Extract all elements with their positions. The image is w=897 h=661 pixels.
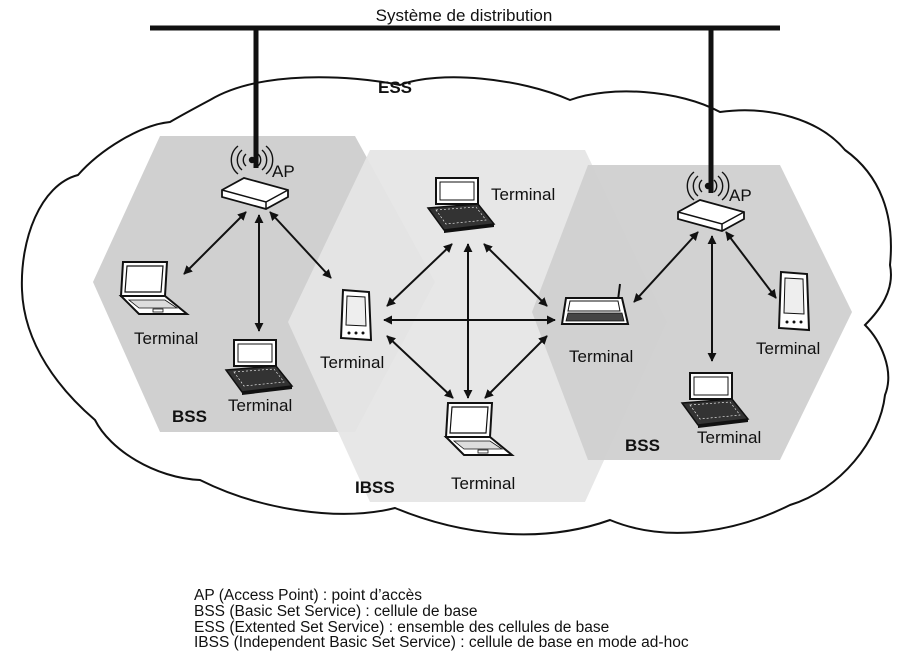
wifi-signal-icon: [686, 171, 730, 201]
legend-item-bss: BSS (Basic Set Service) : cellule de bas…: [194, 602, 478, 620]
distribution-system-label: Système de distribution: [376, 6, 553, 25]
laptop-icon: [118, 261, 190, 315]
netbook-icon: [426, 177, 496, 233]
ess-label: ESS: [378, 78, 412, 97]
connection-arrows: [183, 211, 777, 399]
wifi-signal-icon: [230, 145, 274, 175]
legend-item-ap: AP (Access Point) : point d’accès: [194, 587, 423, 604]
bss-left-label: BSS: [172, 407, 207, 426]
terminal-label: Terminal: [491, 185, 555, 204]
terminal-label: Terminal: [134, 329, 198, 348]
netbook-icon: [680, 372, 750, 428]
router-icon: [677, 199, 745, 232]
terminal-label: Terminal: [320, 353, 384, 372]
legend: AP (Access Point) : point d’accès BSS (B…: [194, 588, 689, 651]
legend-item-ibss: IBSS (Independent Basic Set Service) : c…: [194, 634, 689, 652]
ibss-label: IBSS: [355, 478, 395, 497]
terminal-label: Terminal: [451, 474, 515, 493]
access-point-left: [221, 145, 289, 210]
legend-item-ess: ESS (Extented Set Service) : ensemble de…: [194, 618, 610, 636]
terminal-label: Terminal: [756, 339, 820, 358]
terminal-label: Terminal: [228, 396, 292, 415]
laptop-icon: [443, 402, 515, 456]
netbook-icon: [224, 339, 294, 395]
terminal-label: Terminal: [569, 347, 633, 366]
ap-right-label: AP: [729, 186, 752, 205]
handheld-pc-icon: [560, 283, 630, 325]
pda-icon: [339, 288, 373, 342]
access-point-right: [677, 171, 745, 232]
pda-icon: [777, 270, 811, 332]
terminal-label: Terminal: [697, 428, 761, 447]
bss-right-label: BSS: [625, 436, 660, 455]
ap-left-label: AP: [272, 162, 295, 181]
router-icon: [221, 177, 289, 210]
